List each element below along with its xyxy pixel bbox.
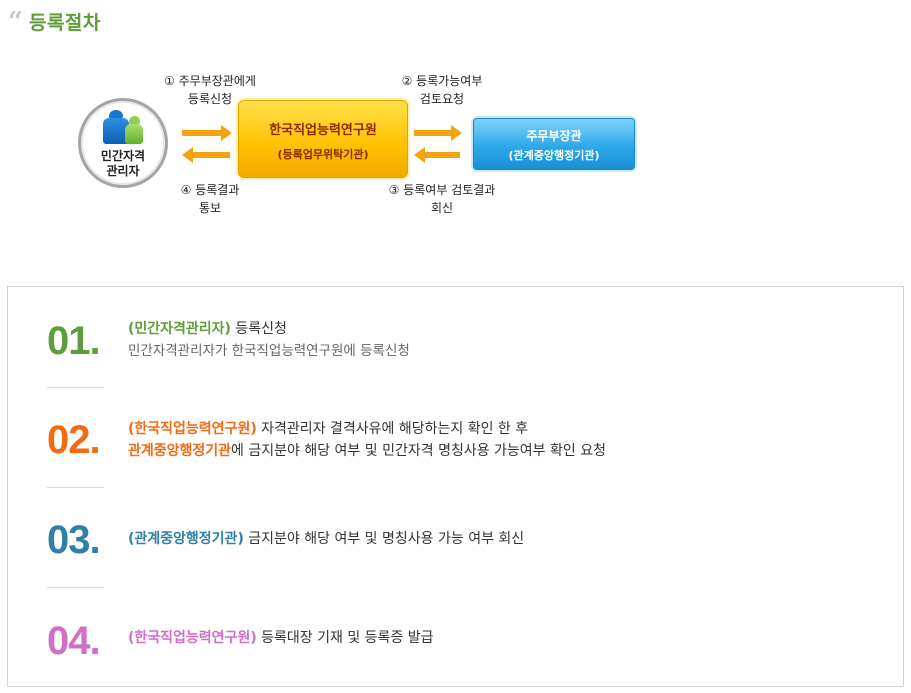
ministry-label: 주무부장관 xyxy=(526,129,582,143)
step-org: (한국직업능력연구원) xyxy=(128,630,257,646)
ministry-node: 주무부장관 (관계중앙행정기관) xyxy=(473,118,635,170)
step-text: 금지분야 해당 여부 및 명칭사용 가능 여부 회신 xyxy=(243,531,525,547)
step-org: (민간자격관리자) xyxy=(128,321,231,337)
arrow-right-icon xyxy=(182,125,232,141)
step-text-secondary: 에 금지분야 해당 여부 및 민간자격 명칭사용 가능여부 확인 요청 xyxy=(231,443,606,459)
private-manager-label: 민간자격 관리자 xyxy=(100,149,146,178)
arrow-left-icon xyxy=(182,147,230,163)
section-header: “ 등록절차 xyxy=(8,8,101,35)
step-number: 02. xyxy=(47,418,101,462)
step-org-secondary: 관계중앙행정기관 xyxy=(128,443,232,459)
arrow-left-icon xyxy=(414,147,460,163)
step-text: 등록신청 xyxy=(230,321,287,337)
step-number: 01. xyxy=(47,319,101,363)
step-number: 03. xyxy=(47,518,101,562)
divider xyxy=(47,387,104,388)
step-description: (민간자격관리자) 등록신청 민간자격관리자가 한국직업능력연구원에 등록신청 xyxy=(128,318,410,362)
page-title: 등록절차 xyxy=(28,12,101,34)
step-description: (한국직업능력연구원) 자격관리자 결격사유에 해당하는지 확인 한 후 관계중… xyxy=(128,418,606,462)
step-description: (한국직업능력연구원) 등록대장 기재 및 등록증 발급 xyxy=(128,627,434,649)
step-text: 자격관리자 결격사유에 해당하는지 확인 한 후 xyxy=(256,421,529,437)
ministry-sublabel: (관계중앙행정기관) xyxy=(508,149,600,162)
people-icon xyxy=(101,110,145,144)
krivet-sublabel: (등록업무위탁기관) xyxy=(277,148,369,161)
procedure-steps-panel: 01. (민간자격관리자) 등록신청 민간자격관리자가 한국직업능력연구원에 등… xyxy=(7,286,904,687)
krivet-label: 한국직업능력연구원 xyxy=(269,123,377,138)
process-diagram: 민간자격 관리자 한국직업능력연구원 (등록업무위탁기관) 주무부장관 (관계중… xyxy=(0,60,911,240)
step-description: (관계중앙행정기관) 금지분야 해당 여부 및 명칭사용 가능 여부 회신 xyxy=(128,528,524,550)
divider xyxy=(47,487,104,488)
quote-icon: “ xyxy=(8,6,23,37)
arrow-right-icon xyxy=(414,125,462,141)
step-subtext: 민간자격관리자가 한국직업능력연구원에 등록신청 xyxy=(128,343,410,359)
step-org: (한국직업능력연구원) xyxy=(128,421,257,437)
private-manager-node: 민간자격 관리자 xyxy=(78,98,168,188)
krivet-node: 한국직업능력연구원 (등록업무위탁기관) xyxy=(238,100,408,178)
divider xyxy=(47,587,104,588)
step-text: 등록대장 기재 및 등록증 발급 xyxy=(256,630,434,646)
step-org: (관계중앙행정기관) xyxy=(128,531,244,547)
step-number: 04. xyxy=(47,619,101,663)
